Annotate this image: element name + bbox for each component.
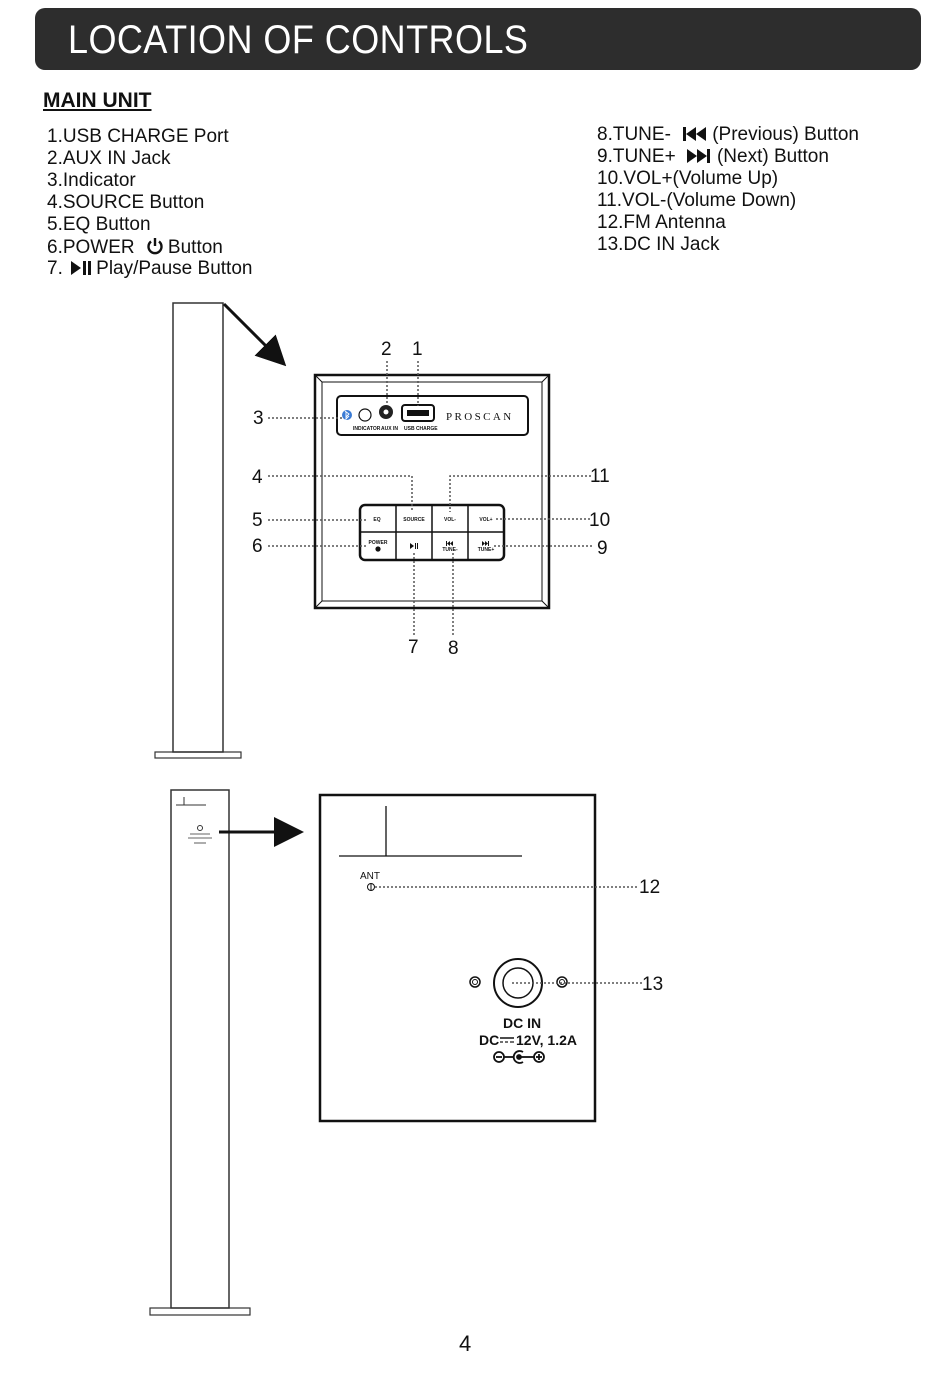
list-item: 5.EQ Button [47,214,151,235]
usb-charge-label: USB CHARGE [404,426,438,432]
list-item: 8.TUNE- (Previous) Button [597,124,859,145]
tune-minus-button-label: TUNE- [442,547,458,553]
dc-prefix: DC [479,1032,499,1048]
list-item: 7. Play/Pause Button [47,258,253,279]
callout-12: 12 [639,877,660,898]
controls-list-right: 8.TUNE- (Previous) Button 9.TUNE+ (Next)… [597,124,859,256]
power-button-label: POWER [369,540,388,546]
list-item: 2.AUX IN Jack [47,148,171,169]
list-item: 4.SOURCE Button [47,192,205,213]
page-number: 4 [459,1331,472,1356]
list-item: 1.USB CHARGE Port [47,126,229,147]
panel-previous-icon [446,541,453,546]
rear-tower [149,789,251,1316]
callout-8: 8 [448,638,459,659]
list-item: 9.TUNE+ (Next) Button [597,146,829,167]
tune-plus-button-label: TUNE+ [478,547,495,553]
brand-logo: PROSCAN [446,411,514,423]
callout-6: 6 [252,536,263,557]
rear-panel: ANT DC IN DC 12V, 1.2A 12 [318,793,663,1123]
panel-power-icon [375,546,381,552]
next-icon [686,149,710,163]
list-item: 3.Indicator [47,170,136,191]
callout-3: 3 [253,408,264,429]
list-item: 13.DC IN Jack [597,234,720,255]
page-header: LOCATION OF CONTROLS [35,8,921,70]
indicator-light [358,408,372,422]
list-item: 11.VOL-(Volume Down) [597,190,797,211]
dc-symbol-icon [500,1037,514,1043]
panel-next-icon [482,541,489,546]
vol-plus-button-label: VOL+ [479,517,492,523]
bluetooth-icon [342,410,352,421]
callout-5: 5 [252,510,263,531]
list-item: 10.VOL+(Volume Up) [597,168,779,189]
vol-minus-button-label: VOL- [444,517,456,523]
callout-9: 9 [597,538,608,559]
callout-10: 10 [589,510,610,531]
ant-label: ANT [360,871,380,882]
callout-1: 1 [412,339,423,360]
polarity-icon [493,1050,545,1064]
section-title: MAIN UNIT [43,89,152,112]
callout-2: 2 [381,339,392,360]
panel-play-pause-icon [410,543,418,549]
callout-4: 4 [252,467,263,488]
controls-list-left: 1.USB CHARGE Port 2.AUX IN Jack 3.Indica… [47,126,252,280]
callout-11: 11 [590,466,610,487]
pointer-arrow [222,302,287,367]
eq-button-label: EQ [373,517,380,523]
indicator-label: INDICATOR [353,426,381,432]
callout-13: 13 [642,974,663,995]
aux-in-label: AUX IN [381,426,398,432]
power-icon [147,238,163,255]
dc-rating: 12V, 1.2A [516,1032,577,1048]
front-tower [154,302,242,759]
callout-7: 7 [408,637,419,658]
source-button-label: SOURCE [403,517,425,523]
front-panel: INDICATOR AUX IN USB CHARGE PROSCAN EQ S… [252,339,610,659]
list-item: 12.FM Antenna [597,212,726,233]
dc-in-label: DC IN [503,1015,541,1031]
page-title: LOCATION OF CONTROLS [68,18,529,62]
play-pause-icon [71,261,92,275]
list-item: 6.POWER Button [47,237,223,258]
previous-icon [683,127,707,141]
